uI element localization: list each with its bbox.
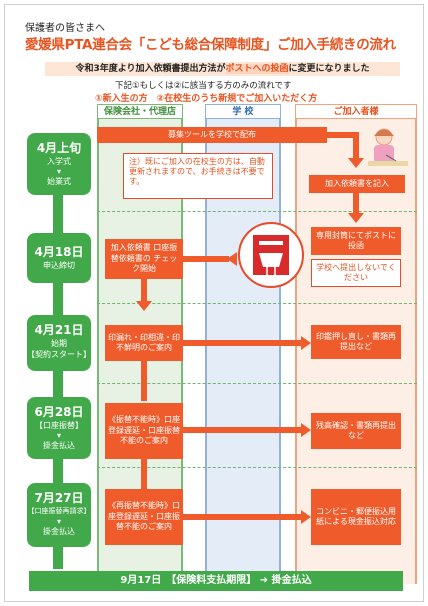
row-divider xyxy=(97,383,417,384)
reprint-notice-box: 印漏れ・印相違・印不鮮明のご案内 xyxy=(105,325,183,361)
flow-line xyxy=(141,459,147,489)
flyer-page: 保護者の皆さまへ 愛媛県PTA連合会「こども総合保障制度」ご加入手続きの流れ 令… xyxy=(4,4,424,602)
insurer-column-header: 保険会社・代理店 xyxy=(97,104,183,119)
arrow-down-icon: ▾ xyxy=(56,431,61,440)
fill-form-box: 加入依頼書を記入 xyxy=(309,175,405,193)
reprint-member-box: 印鑑押し直し・書類再提出など xyxy=(311,325,401,359)
convenience-payment-box: コンビニ・郵便振込用紙による現金振込対応 xyxy=(311,489,401,545)
existing-member-note: 注）既にご加入の在校生の方は、自動更新されますので、お手続きは不要です。 xyxy=(123,153,273,199)
person-writing-illustration xyxy=(368,128,408,166)
date-label-row5: 7月27日 【口座振替再請求】 ▾ 掛金払込 xyxy=(27,483,91,547)
balance-check-box: 残高確認・書類再提出など xyxy=(311,413,401,449)
arrow-down-icon: ▾ xyxy=(56,517,61,526)
flow-line xyxy=(327,132,359,138)
flow-line xyxy=(183,256,229,262)
date-label-row4: 6月28日 【口座振替】 ▾ 掛金払込 xyxy=(27,397,91,459)
arrow-down-icon xyxy=(348,158,364,168)
no-school-submit-note: 学校へ提出しないでください xyxy=(311,259,401,287)
instruction-text: 下記①もしくは②に該当する方のみの流れです xyxy=(115,81,292,91)
arrow-right-icon: ➜ xyxy=(256,575,272,586)
timeline-connector xyxy=(53,277,63,325)
payment-fail-notice-box: 《振替不能時》口座登録遅延・口座振替不能のご案内 xyxy=(105,403,183,459)
payment-deadline-banner: 9月17日 【保険料支払期限】 ➜ 掛金払込 xyxy=(29,571,403,591)
row-divider xyxy=(97,303,417,304)
arrow-right-icon xyxy=(301,336,311,350)
repayment-fail-notice-box: 《再振替不能時》口座登録遅延・口座振替不能のご案内 xyxy=(105,489,183,545)
flow-line xyxy=(183,514,301,520)
arrow-down-icon xyxy=(136,301,152,311)
check-start-box: 加入依頼書 口座振替依頼書の チェック開始 xyxy=(105,239,183,279)
timeline-connector xyxy=(53,441,63,489)
options-text: ①新入生の方 ②在校生のうち新規でご加入いただく方 xyxy=(95,94,318,104)
notice-text-post: に変更になりました xyxy=(288,64,370,74)
member-column-header: ご加入者様 xyxy=(295,104,417,119)
page-title: 愛媛県PTA連合会「こども総合保障制度」ご加入手続きの流れ xyxy=(25,37,396,53)
arrow-right-icon xyxy=(301,510,311,524)
notice-highlight: ポストへの投函 xyxy=(225,64,289,74)
school-column-header: 学 校 xyxy=(205,104,281,119)
row-divider xyxy=(97,211,417,212)
flow-line xyxy=(141,361,147,401)
mailbox-icon xyxy=(238,222,304,288)
flow-line xyxy=(141,279,147,303)
distribute-box: 募集ツールを学校で配布 xyxy=(97,127,327,143)
notice-text-pre: 令和3年度より加入依頼書提出方法が xyxy=(75,64,226,74)
flow-line xyxy=(353,193,359,215)
arrow-down-icon: ▾ xyxy=(56,167,61,176)
timeline-connector xyxy=(53,529,63,569)
arrow-right-icon xyxy=(301,423,311,437)
date-label-row3: 4月21日 始期 【契約スタート】 xyxy=(27,315,91,371)
date-label-row2: 4月18日 申込締切 xyxy=(27,233,91,283)
timeline-connector xyxy=(53,185,63,233)
arrow-down-icon xyxy=(348,213,364,223)
flow-line xyxy=(183,427,301,433)
row-divider xyxy=(97,467,417,468)
post-submit-box: 専用封筒にてポストに投函 xyxy=(311,227,401,255)
arrow-left-icon xyxy=(227,252,237,266)
flow-line xyxy=(353,132,359,158)
change-notice: 令和3年度より加入依頼書提出方法がポストへの投函に変更になりました xyxy=(45,62,400,76)
flow-line xyxy=(183,340,301,346)
date-label-row1: 4月上旬 入学式 ▾ 始業式 xyxy=(27,133,91,195)
greeting: 保護者の皆さまへ xyxy=(25,23,105,34)
timeline-connector xyxy=(53,357,63,405)
